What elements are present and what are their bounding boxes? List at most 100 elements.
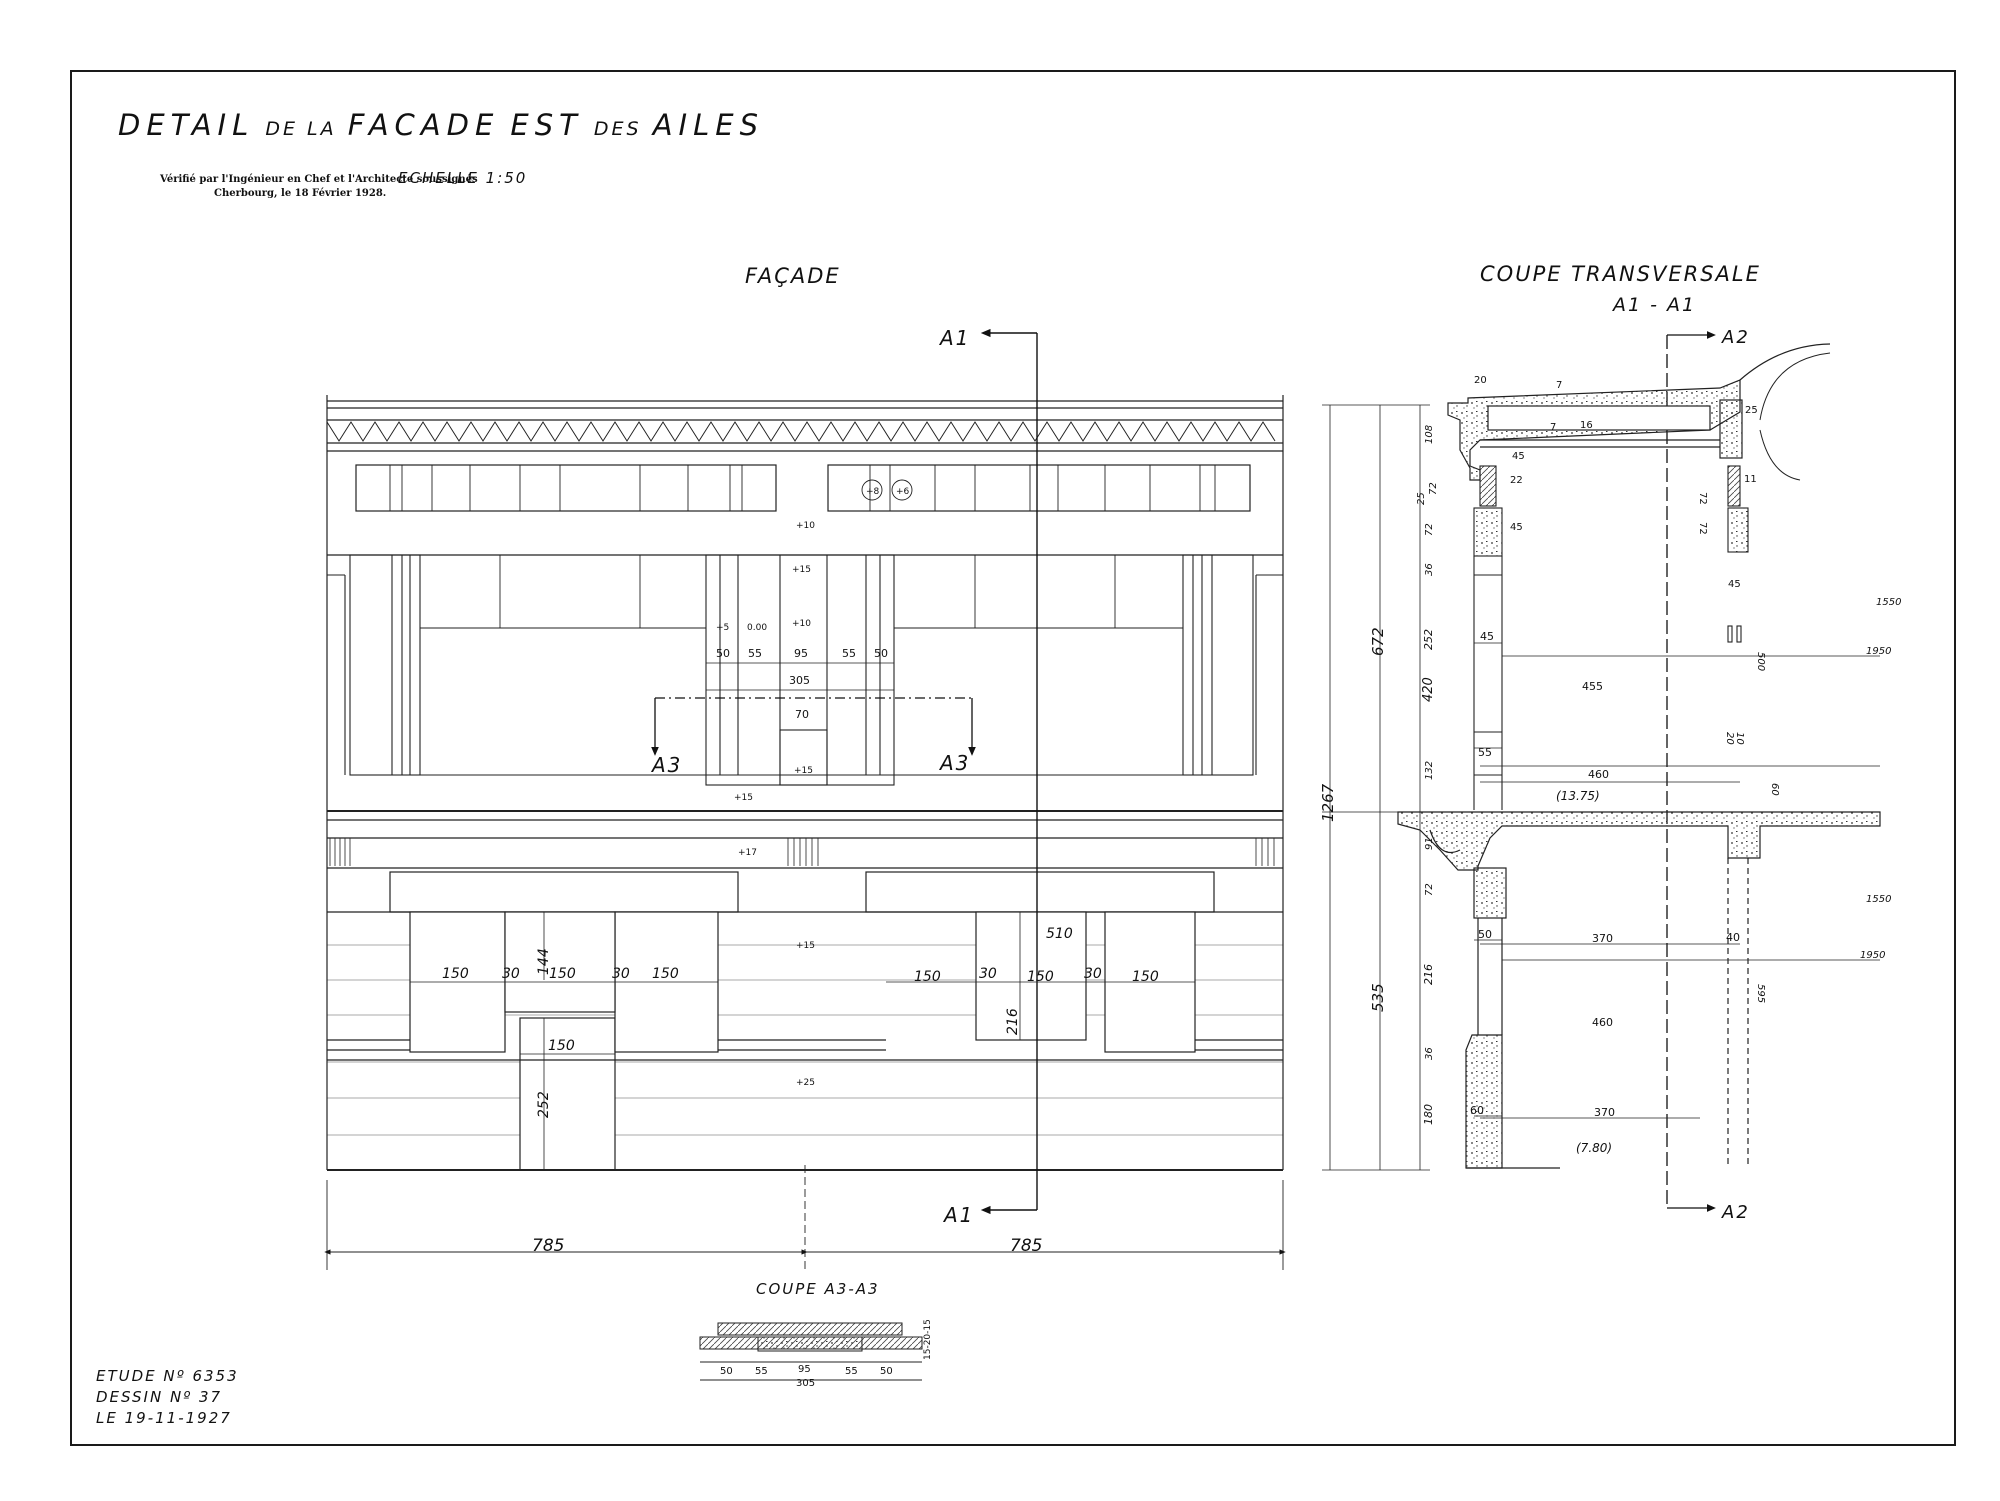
left-dim: 36 (1424, 563, 1435, 576)
floor-slab (1397, 811, 1881, 1169)
level-mark: 0.00 (747, 623, 767, 633)
section-right-dims: 500 20 10 60 595 (1724, 652, 1780, 1003)
pier-dim: 50 (716, 647, 730, 660)
verification-line: Vérifié par l'Ingénieur en Chef et l'Arc… (160, 174, 478, 185)
window-width: 150 (1132, 969, 1159, 985)
top-dim: 72 (1697, 492, 1708, 505)
cornice-zigzag (326, 421, 1276, 442)
level-mark: +10 (796, 521, 815, 531)
coupe-vertical-dims: 15-20-15 (923, 1319, 933, 1360)
height-dim: 510 (1046, 926, 1073, 942)
top-dim: 45 (1512, 451, 1525, 462)
section-label-a1: A1 (938, 326, 970, 350)
pier-dim: 95 (794, 647, 808, 660)
pier-dim: 50 (874, 647, 888, 660)
drawing-date: LE 19-11-1927 (96, 1409, 232, 1427)
section-levels: (13.75) (7.80) (1556, 789, 1612, 1155)
left-dim: 72 (1424, 523, 1435, 536)
drawing-reference: ETUDE Nº 6353 DESSIN Nº 37 LE 19-11-1927 (96, 1366, 239, 1429)
level-mark: +10 (792, 619, 811, 629)
window-width: 150 (914, 969, 941, 985)
level-mark: +15 (792, 565, 811, 575)
width-dim: 460 (1592, 1016, 1613, 1029)
overall-width-right: 785 (1010, 1236, 1042, 1256)
section-top-dims: 20 7 7 16 45 22 45 25 72 72 11 45 (1474, 375, 1758, 590)
level-mark: +6 (896, 487, 910, 497)
left-dim: 25 (1416, 492, 1427, 505)
left-dim: 252 (1422, 629, 1435, 650)
pier-center: 70 (795, 708, 809, 721)
coupe-dim: 50 (720, 1366, 733, 1377)
roof-slab (1447, 343, 1831, 481)
left-dim: 108 (1424, 425, 1435, 444)
coupe-a3-section (699, 1322, 923, 1381)
width-dim: 455 (1582, 680, 1603, 693)
section-label-a2: A2 (1721, 1202, 1750, 1223)
top-dim: 7 (1556, 380, 1562, 391)
door-width: 150 (548, 1038, 575, 1054)
ground-level: (7.80) (1576, 1141, 1612, 1155)
window-width: 150 (549, 966, 576, 982)
title-word: DES (593, 118, 642, 140)
top-dim: 11 (1744, 474, 1757, 485)
left-dim: 91 (1424, 837, 1435, 850)
left-dim: 132 (1424, 761, 1435, 780)
level-mark: +25 (796, 1078, 815, 1088)
top-dim: 7 (1550, 422, 1556, 433)
left-dim: 36 (1424, 1047, 1435, 1060)
section-subheading: A1 - A1 (1611, 294, 1696, 316)
section-label-a3: A3 (650, 753, 682, 777)
section-line-a1 (980, 328, 1038, 1215)
upper-wall (1473, 465, 1749, 810)
right-dim: 20 (1724, 732, 1735, 745)
coupe-total: 305 (796, 1378, 815, 1389)
level-mark: +15 (796, 941, 815, 951)
length-dim: 1950 (1866, 646, 1891, 657)
level-mark: +15 (794, 766, 813, 776)
window-width: 150 (652, 966, 679, 982)
coupe-dim: 50 (880, 1366, 893, 1377)
top-dim: 25 (1745, 405, 1758, 416)
window-width: 30 (502, 966, 520, 982)
section-label-a1: A1 (942, 1203, 974, 1227)
left-dim: 180 (1422, 1104, 1435, 1125)
left-dim: 420 (1421, 677, 1436, 702)
pier-dimensions: 50 55 95 55 50 305 70 (716, 647, 888, 721)
width-dim: 370 (1592, 932, 1613, 945)
ground-window-dims: 150 30 150 30 150 150 30 150 30 150 150 (442, 966, 1159, 1054)
top-dim: 22 (1510, 475, 1523, 486)
pier-dim: 55 (842, 647, 856, 660)
coupe-dim: 55 (755, 1366, 768, 1377)
section-heading: COUPE TRANSVERSALE (1480, 262, 1761, 286)
window-width: 30 (612, 966, 630, 982)
level-mark: +17 (738, 848, 757, 858)
width-dim: 45 (1480, 630, 1494, 643)
verification-stamp: Vérifié par l'Ingénieur en Chef et l'Arc… (160, 173, 478, 201)
window-width: 30 (1084, 966, 1102, 982)
width-dim: 60 (1470, 1104, 1484, 1117)
floor-level: (13.75) (1556, 789, 1600, 803)
coupe-a3-dims: 50 55 95 55 50 305 15-20-15 (720, 1319, 933, 1389)
top-dim: 16 (1580, 420, 1593, 431)
drawing-scale: ECHELLE 1:50 (398, 169, 528, 187)
upper-height: 672 (1369, 627, 1387, 656)
section-label-a3: A3 (938, 751, 970, 775)
title-word: EST (510, 108, 583, 142)
top-dim: 72 (1697, 522, 1708, 535)
verification-date: Cherbourg, le 18 Février 1928. (214, 188, 387, 199)
title-word: FACADE (347, 108, 500, 142)
facade-heading: FAÇADE (745, 264, 841, 288)
section-lengths: 1550 1950 1550 1950 (1860, 597, 1901, 961)
width-dim: 370 (1594, 1106, 1615, 1119)
height-dim: 216 (1005, 1008, 1021, 1035)
top-dim: 45 (1510, 522, 1523, 533)
coupe-a3-heading: COUPE A3-A3 (756, 1280, 880, 1298)
top-dim: 20 (1474, 375, 1487, 386)
height-dim: 144 (536, 948, 552, 975)
length-dim: 1550 (1876, 597, 1901, 608)
width-dim: 50 (1478, 928, 1492, 941)
pier-dim: 55 (748, 647, 762, 660)
length-dim: 1550 (1866, 894, 1891, 905)
window-width: 150 (442, 966, 469, 982)
